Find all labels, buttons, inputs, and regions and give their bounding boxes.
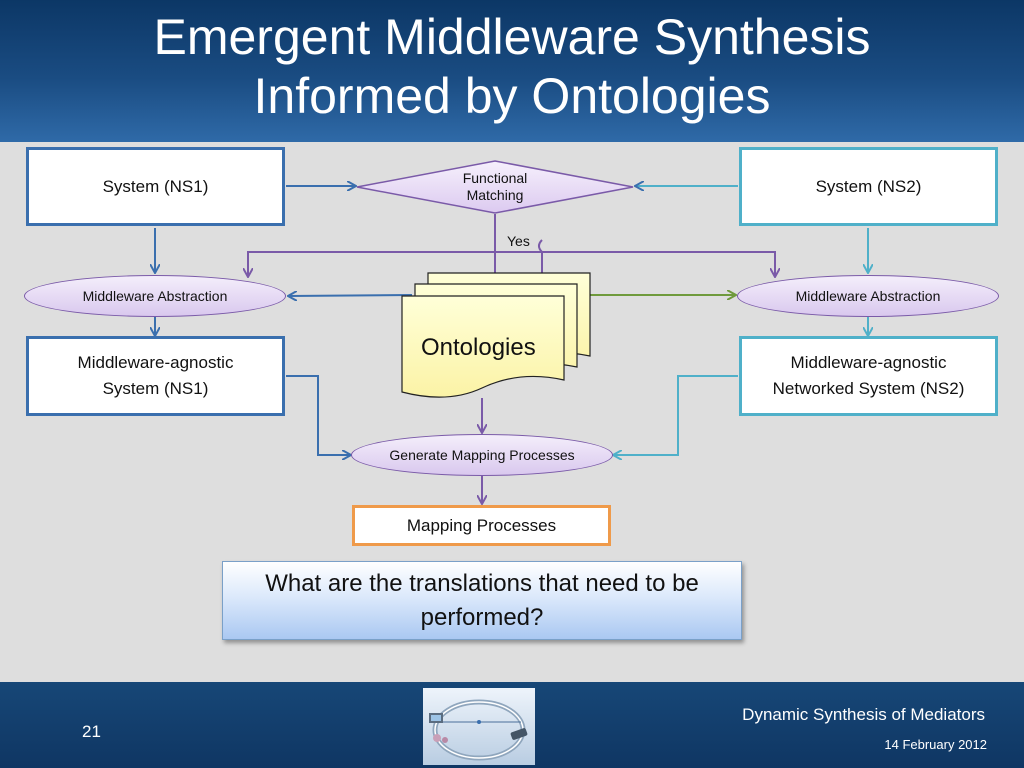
middleware-abstraction-left-label: Middleware Abstraction <box>82 288 228 304</box>
footer-date: 14 February 2012 <box>884 737 987 752</box>
functional-matching-line-2: Matching <box>466 187 524 203</box>
system-ns1-label: System (NS1) <box>102 176 209 196</box>
yes-jump <box>538 239 543 253</box>
yes-branch-right <box>495 251 775 276</box>
functional-matching-diamond <box>356 160 634 214</box>
ontologies-label: Ontologies <box>421 334 536 361</box>
agnostic-ns1-line-2: System (NS1) <box>102 379 209 398</box>
mapping-processes-box: Mapping Processes <box>352 505 611 546</box>
question-text: What are the translations that need to b… <box>265 569 699 631</box>
yes-branch-left <box>248 251 542 276</box>
agnostic-ns1-line-1: Middleware-agnostic <box>77 353 234 372</box>
middleware-abstraction-right: Middleware Abstraction <box>737 275 999 317</box>
question-callout: What are the translations that need to b… <box>222 561 742 640</box>
functional-matching-line-1: Functional <box>462 170 528 186</box>
functional-matching-label: Functional Matching <box>425 170 565 204</box>
system-ns2-box: System (NS2) <box>739 147 998 226</box>
title-bar: Emergent Middleware Synthesis Informed b… <box>0 0 1024 142</box>
arrow-agnostic-ns1-to-generate <box>286 375 350 455</box>
ontologies-document-stack <box>401 272 591 398</box>
agnostic-ns1-box: Middleware-agnostic System (NS1) <box>26 336 285 416</box>
middleware-abstraction-left: Middleware Abstraction <box>24 275 286 317</box>
system-ns2-label: System (NS2) <box>815 176 922 196</box>
system-ns1-box: System (NS1) <box>26 147 285 226</box>
agnostic-ns2-box: Middleware-agnostic Networked System (NS… <box>739 336 998 416</box>
footer-title: Dynamic Synthesis of Mediators <box>742 705 985 724</box>
mapping-processes-label: Mapping Processes <box>406 515 557 535</box>
generate-mapping-ellipse: Generate Mapping Processes <box>351 434 613 476</box>
arrow-agnostic-ns2-to-generate <box>614 375 738 455</box>
agnostic-ns2-line-2: Networked System (NS2) <box>772 379 965 398</box>
yes-label: Yes <box>507 233 530 249</box>
diagram-connectors <box>0 160 1024 682</box>
slide-title-line-2: Informed by Ontologies <box>253 68 771 124</box>
page-number: 21 <box>82 722 101 741</box>
slide-title: Emergent Middleware Synthesis Informed b… <box>0 8 1024 126</box>
project-logo <box>423 688 535 765</box>
generate-mapping-label: Generate Mapping Processes <box>389 447 575 463</box>
agnostic-ns2-line-1: Middleware-agnostic <box>790 353 947 372</box>
slide-title-line-1: Emergent Middleware Synthesis <box>153 9 871 65</box>
arrow-ontologies-to-left-abstraction <box>289 295 413 296</box>
middleware-abstraction-right-label: Middleware Abstraction <box>795 288 941 304</box>
